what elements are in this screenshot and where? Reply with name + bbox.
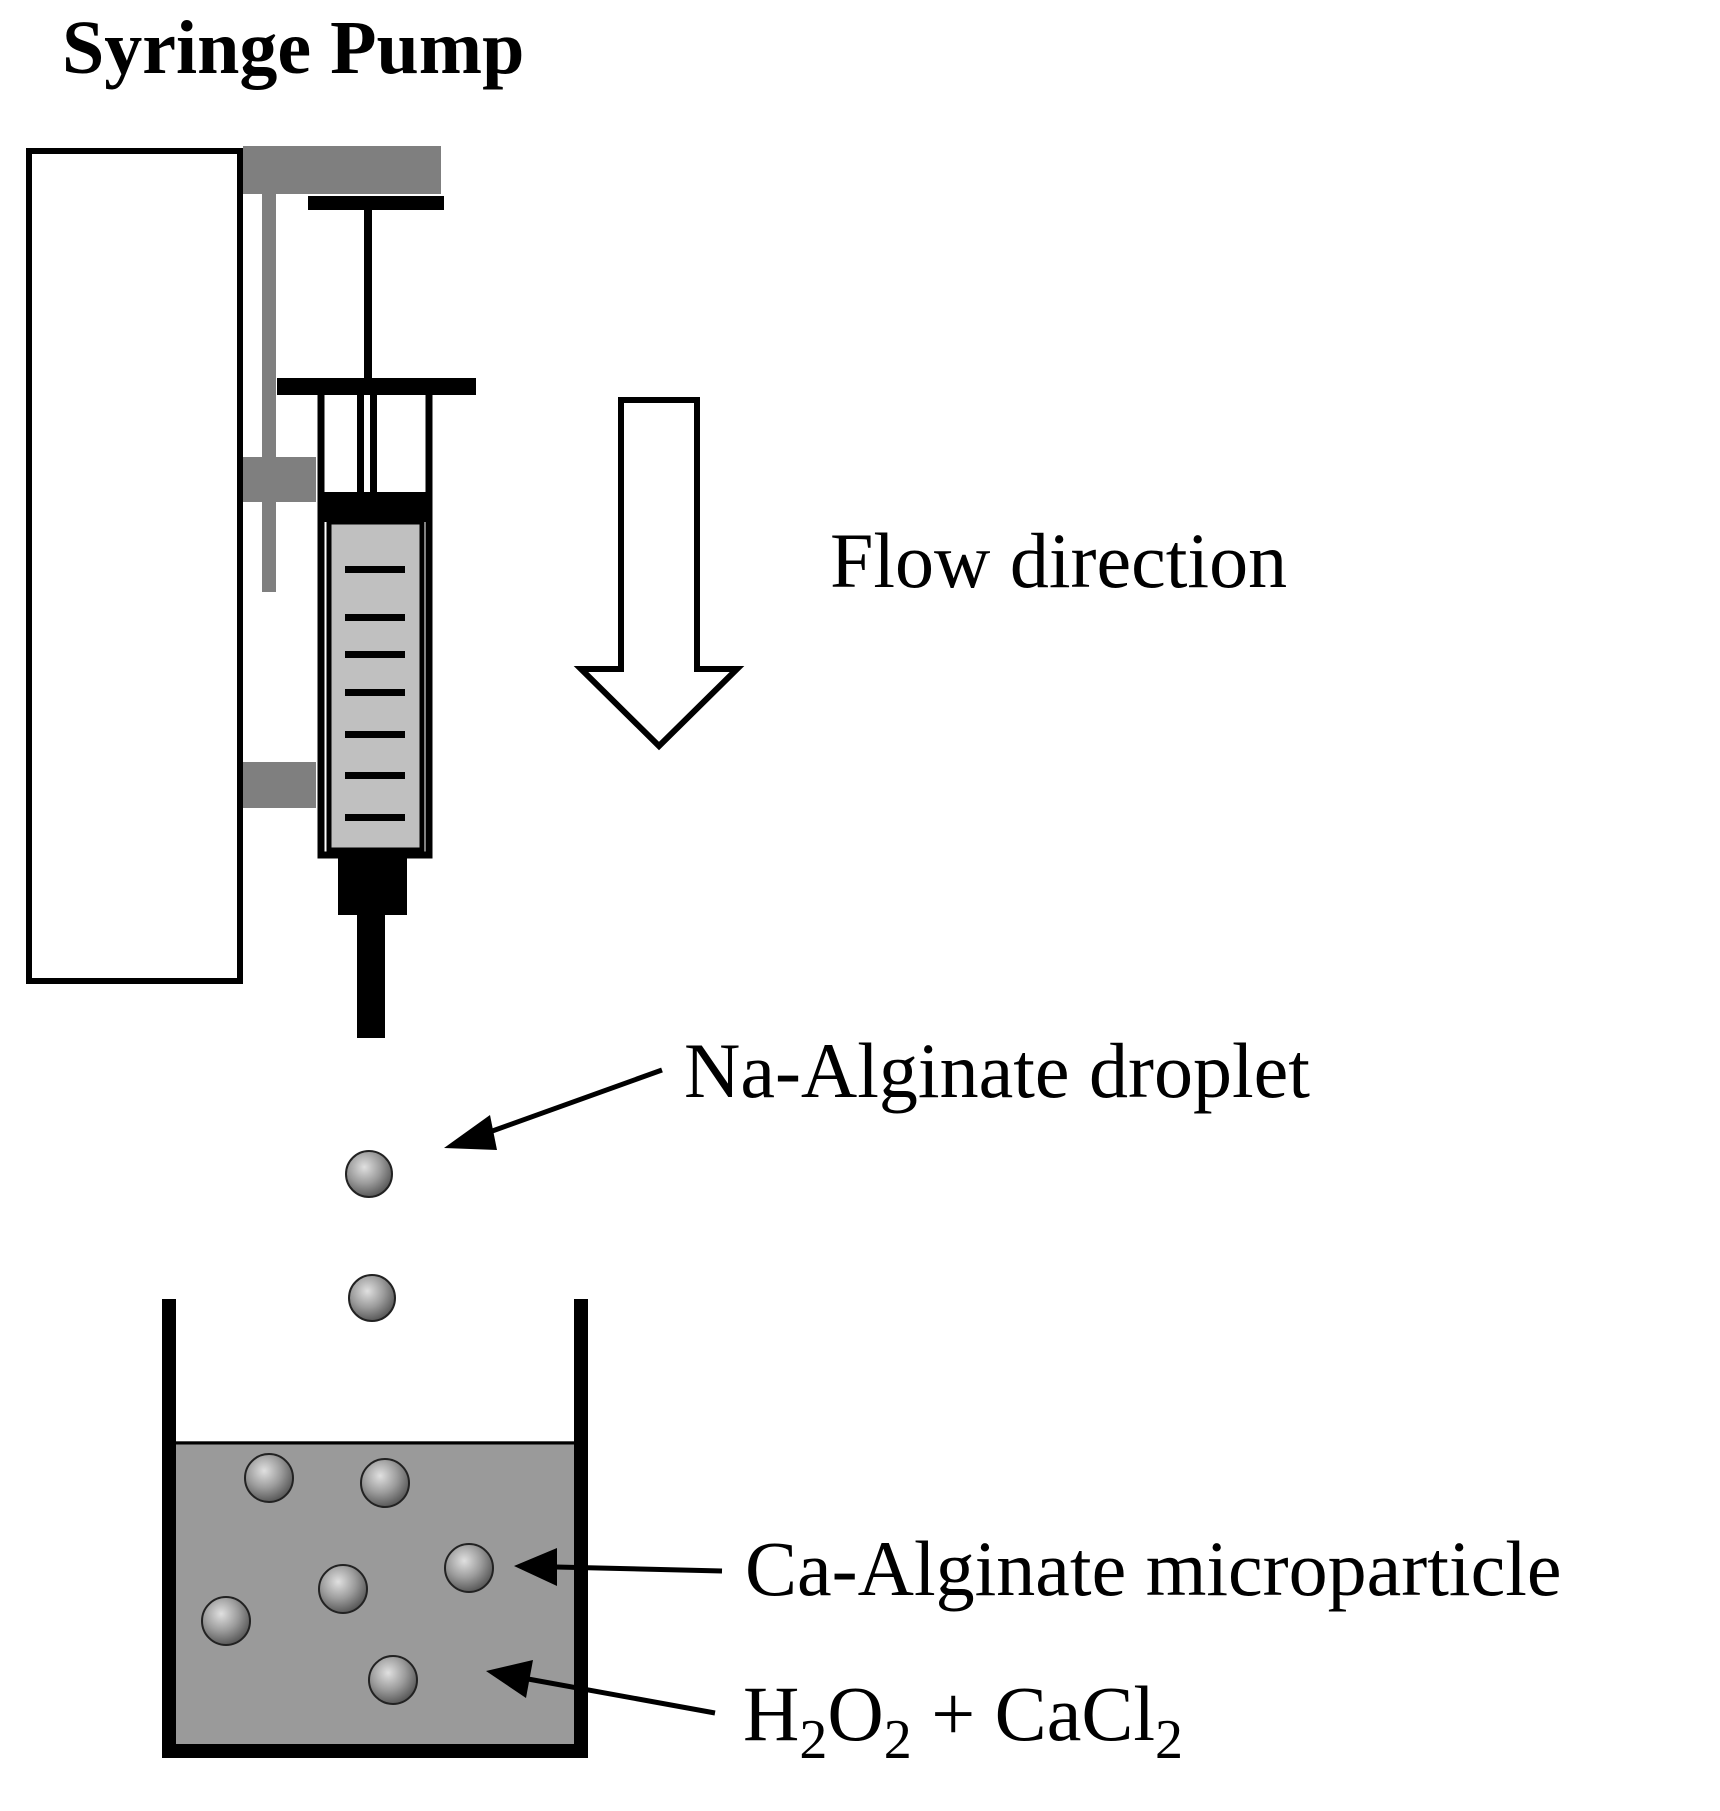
solution-pointer-arrow [486, 1660, 716, 1716]
pump-arm [243, 146, 441, 808]
microparticle [244, 1453, 294, 1503]
solution-label: H2O2 + CaCl2 [743, 1675, 1183, 1769]
droplet-label: Na-Alginate droplet [684, 1027, 1310, 1114]
solution-label-o: O [827, 1670, 884, 1757]
microparticle-pointer-arrow [514, 1548, 723, 1586]
microparticle [318, 1564, 368, 1614]
beaker [162, 1299, 588, 1758]
microparticles [201, 1453, 494, 1705]
microparticle-label: Ca-Alginate microparticle [745, 1525, 1562, 1612]
flow-direction-label: Flow direction [830, 517, 1288, 604]
droplet-pointer-arrow [444, 1067, 663, 1150]
syringe-plunger [308, 196, 444, 522]
solution-label-sub2: 2 [883, 1709, 912, 1771]
solution-label-plus: + CaCl [911, 1670, 1156, 1757]
microparticle [368, 1655, 418, 1705]
flow-direction-arrow [573, 397, 745, 751]
falling-droplet [348, 1274, 396, 1322]
solution-label-sub3: 2 [1155, 1709, 1184, 1771]
microparticle [201, 1596, 251, 1646]
microparticle [360, 1458, 410, 1508]
syringe-graduations [345, 566, 405, 821]
pump-body [26, 148, 243, 984]
syringe-needle [357, 913, 385, 1038]
solution-label-sub1: 2 [799, 1709, 828, 1771]
syringe-fluid [326, 519, 425, 853]
microparticle [444, 1543, 494, 1593]
falling-droplet [345, 1150, 393, 1198]
diagram-title: Syringe Pump [62, 6, 525, 90]
syringe-tip [338, 855, 407, 915]
solution-label-h: H [743, 1670, 800, 1757]
